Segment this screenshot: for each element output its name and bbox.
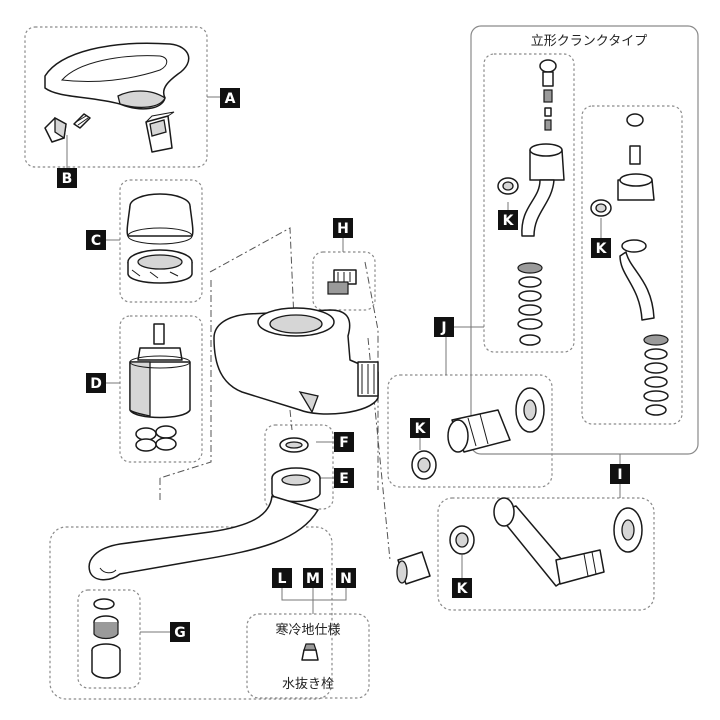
i-flange [613, 507, 643, 553]
aerator-housing [91, 643, 121, 679]
assembly-line-1 [209, 227, 295, 321]
box-h-group [312, 251, 376, 311]
label-g: G [170, 622, 190, 642]
assembly-line-6 [289, 409, 293, 431]
handle-set-screw [73, 113, 91, 129]
svg-text:N: N [340, 571, 352, 587]
handle-lever [44, 42, 190, 110]
assembly-line-5 [367, 337, 391, 561]
svg-text:K: K [503, 213, 515, 229]
caption-backdrop [516, 32, 662, 48]
svg-text:J: J [440, 320, 446, 336]
aerator-ring [93, 598, 115, 610]
svg-text:D: D [90, 376, 102, 392]
crank-right-stem [626, 113, 644, 165]
box-cap-group [119, 179, 203, 303]
svg-text:M: M [306, 571, 320, 587]
label-k-crank-right: K [591, 238, 611, 258]
locking-ring [127, 249, 193, 284]
check-valve [327, 269, 357, 295]
crank-right-gaskets [643, 334, 669, 416]
crank-left-k-ring [497, 177, 519, 195]
j-k-ring [411, 450, 437, 480]
label-k-crank-left: K [498, 210, 518, 230]
j-flange [515, 387, 545, 433]
label-f: F [334, 432, 354, 452]
j-union-joint [447, 409, 511, 453]
svg-text:K: K [457, 581, 469, 597]
label-m: M [303, 568, 323, 588]
svg-text:L: L [278, 571, 287, 587]
svg-text:A: A [225, 91, 236, 107]
leader-j [445, 326, 484, 375]
svg-text:B: B [62, 171, 73, 187]
label-l: L [272, 568, 292, 588]
socket-sleeve [396, 551, 431, 585]
i-crank-pipe [493, 497, 605, 587]
label-k-i-group: K [452, 578, 472, 598]
drain-plug-part [301, 643, 319, 661]
crank-left-gaskets [517, 262, 543, 346]
crank-right-k-ring [590, 199, 612, 217]
box-crank-left [483, 53, 575, 353]
svg-text:K: K [415, 421, 427, 437]
caption-drain-plug: 水抜き栓 [282, 676, 334, 692]
label-n: N [336, 568, 356, 588]
label-d: D [86, 373, 106, 393]
cartridge [129, 323, 191, 419]
crank-right-fitting [617, 173, 655, 321]
label-b: B [57, 168, 77, 188]
cover-cap [126, 193, 194, 245]
spout [88, 495, 319, 581]
svg-text:C: C [91, 233, 101, 249]
label-e: E [334, 468, 354, 488]
spout-nut-e [271, 467, 321, 503]
box-j-group [387, 374, 553, 488]
box-cartridge-group [119, 315, 203, 463]
box-g-group [77, 589, 141, 689]
svg-text:E: E [339, 471, 349, 487]
leader-lmn [281, 588, 347, 614]
box-i-group [437, 497, 655, 611]
faucet-body [213, 307, 379, 415]
box-crank-right [581, 105, 683, 425]
label-c: C [86, 230, 106, 250]
svg-text:H: H [337, 221, 349, 237]
box-spout-group [49, 526, 333, 700]
svg-text:G: G [174, 625, 186, 641]
svg-text:F: F [339, 435, 349, 451]
svg-text:K: K [596, 241, 608, 257]
aerator-screen [93, 615, 119, 640]
assembly-line-4 [364, 261, 379, 490]
caption-crank-type: 立形クランクタイプ [531, 34, 647, 49]
crank-left-fitting [521, 143, 565, 237]
svg-text:I: I [617, 467, 622, 483]
box-crank-outer [470, 25, 699, 455]
handle-screw-cap [44, 116, 67, 143]
crank-left-stem [539, 59, 557, 131]
label-h: H [333, 218, 353, 238]
assembly-line-2 [159, 280, 212, 479]
label-k-j-group: K [410, 418, 430, 438]
cartridge-gaskets [135, 425, 177, 452]
label-a: A [220, 88, 240, 108]
label-j: J [434, 317, 454, 337]
o-ring-f [279, 437, 309, 453]
label-i: I [610, 464, 630, 484]
i-k-ring [449, 525, 475, 555]
handle-adapter [145, 111, 175, 153]
box-handle-group [24, 26, 208, 168]
box-drain-group [246, 613, 370, 699]
caption-cold-region: 寒冷地仕様 [275, 622, 340, 638]
